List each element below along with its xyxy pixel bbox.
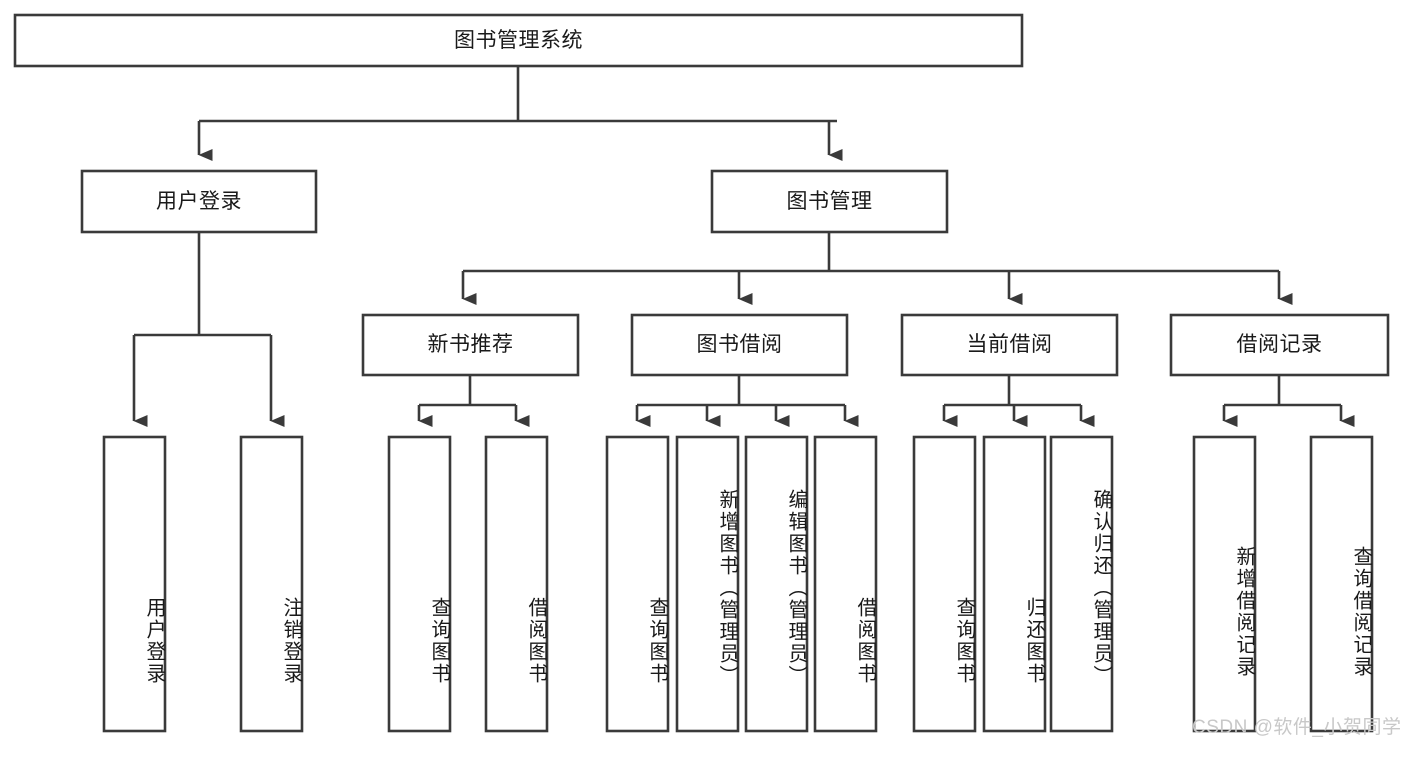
leaf-book-borrow-1[interactable]	[675, 435, 740, 733]
leaf-user-login-1[interactable]	[239, 435, 304, 733]
connectors-bookmanage-to-level3	[461, 232, 1293, 305]
node-borrow-record[interactable]	[1169, 313, 1390, 377]
leaf-book-borrow-3[interactable]	[813, 435, 878, 733]
diagram-canvas	[13, 13, 1390, 733]
connectors-root-to-level2	[197, 66, 843, 161]
leaf-current-borrow-0[interactable]	[912, 435, 977, 733]
functional-structure-diagram: 图书管理系统 用户登录 图书管理 新书推荐 图书借阅 当前借阅 借阅记录 用户登…	[13, 13, 1401, 738]
connectors-userlogin-to-leaves	[132, 232, 285, 427]
leaf-borrow-record-1[interactable]	[1309, 435, 1374, 733]
leaf-new-book-1[interactable]	[484, 435, 549, 733]
leaf-new-book-0[interactable]	[387, 435, 452, 733]
node-new-book-recommend[interactable]	[361, 313, 580, 377]
node-root[interactable]	[13, 13, 1024, 68]
node-user-login[interactable]	[80, 169, 318, 234]
leaf-book-borrow-0[interactable]	[605, 435, 670, 733]
connectors-bookborrow-to-leaves	[635, 375, 859, 427]
connectors-currentborrow-to-leaves	[942, 375, 1095, 427]
node-book-management[interactable]	[710, 169, 949, 234]
node-current-borrow[interactable]	[900, 313, 1119, 377]
leaf-book-borrow-2[interactable]	[744, 435, 809, 733]
leaf-current-borrow-2[interactable]	[1049, 435, 1114, 733]
leaf-borrow-record-0[interactable]	[1192, 435, 1257, 733]
leaf-current-borrow-1[interactable]	[982, 435, 1047, 733]
node-book-borrow[interactable]	[630, 313, 849, 377]
connectors-newbook-to-leaves	[417, 375, 530, 427]
leaf-user-login-0[interactable]	[102, 435, 167, 733]
connectors-borrowrecord-to-leaves	[1222, 375, 1355, 427]
